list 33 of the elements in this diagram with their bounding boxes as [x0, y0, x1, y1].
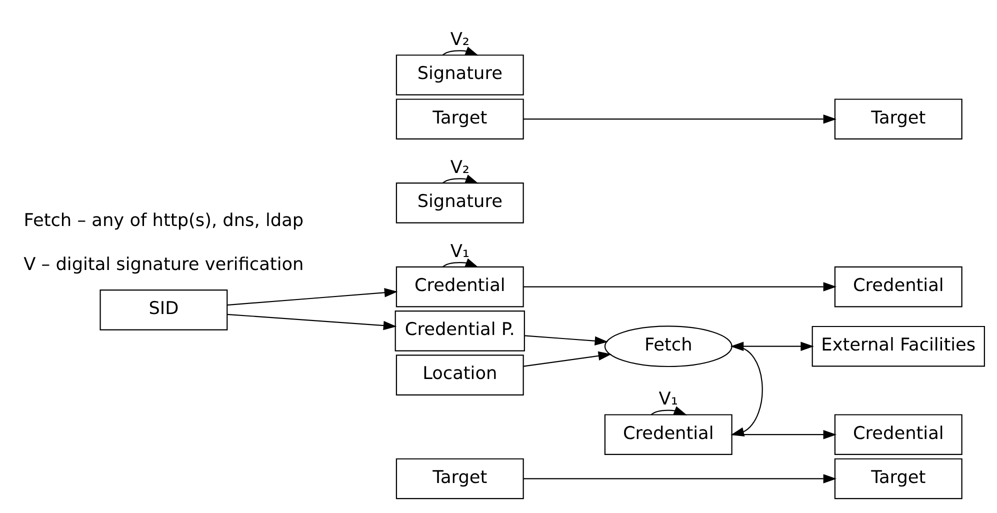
edge-label: V₂ — [450, 157, 470, 178]
node-box: Credential — [834, 414, 962, 455]
node-box: Credential — [834, 266, 962, 307]
edge-label: V₂ — [450, 29, 470, 50]
label: V – digital signature verification — [24, 254, 304, 275]
arrow — [650, 406, 688, 415]
node-box: Target — [834, 458, 962, 499]
arrow — [524, 114, 837, 124]
node-box: SID — [100, 289, 228, 330]
edge-label: V₁ — [658, 389, 678, 410]
node-box: Location — [396, 354, 524, 395]
node-box: Credential — [604, 414, 732, 455]
node-box: Target — [396, 458, 524, 499]
node-box: Target — [396, 98, 524, 140]
arrow — [227, 313, 397, 330]
arrow — [442, 174, 479, 184]
node-ellipse: Fetch — [604, 325, 732, 367]
arrow — [523, 350, 612, 366]
node-box: Credential — [396, 266, 524, 307]
node-box: Target — [834, 98, 962, 140]
edge-label: V₁ — [450, 241, 470, 262]
label: Fetch – any of http(s), dns, ldap — [24, 210, 304, 230]
node-box: Signature — [396, 54, 524, 95]
node-box: Credential P. — [394, 310, 525, 351]
arrow — [524, 474, 837, 483]
arrow — [442, 46, 479, 56]
arrow — [524, 334, 608, 346]
arrow — [524, 282, 837, 291]
node-box: External Facilities — [812, 325, 985, 366]
arrow — [732, 429, 837, 439]
arrow — [227, 288, 398, 306]
arrow — [442, 258, 479, 267]
node-box: Signature — [396, 182, 524, 223]
